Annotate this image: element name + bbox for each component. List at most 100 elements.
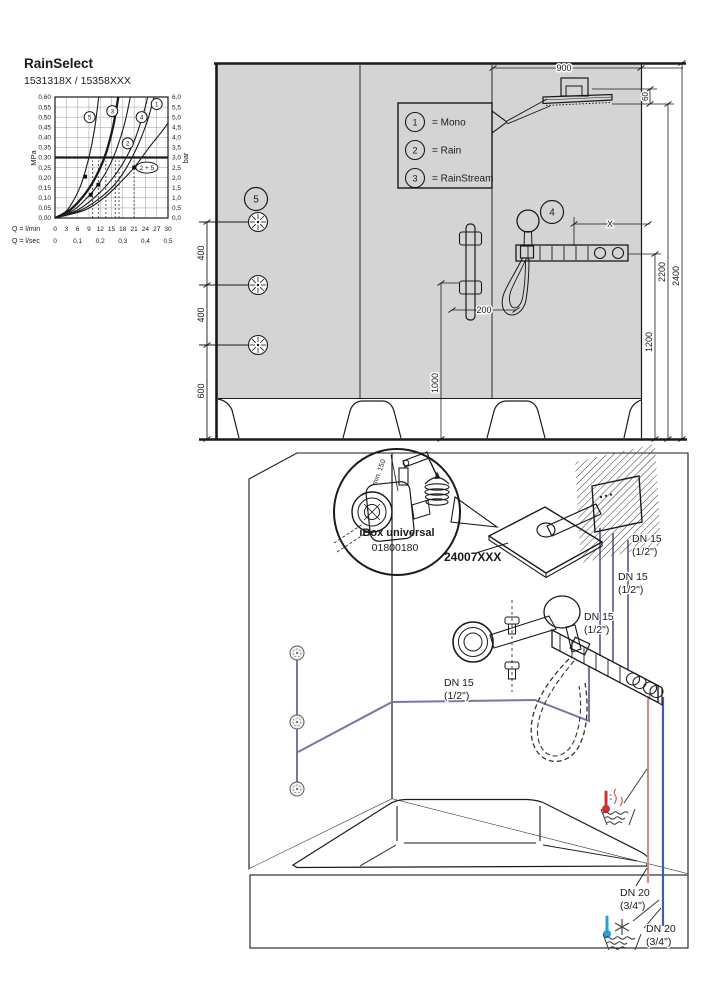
svg-text:3,0: 3,0	[172, 155, 181, 162]
legend-callout-wedge	[491, 109, 508, 135]
spray-face	[545, 102, 611, 106]
dim-x: X	[607, 219, 613, 229]
svg-text:0,05: 0,05	[38, 205, 51, 212]
product-code-label: 24007XXX	[444, 550, 501, 564]
svg-text:9: 9	[87, 226, 91, 233]
svg-text:0,55: 0,55	[38, 104, 51, 111]
dn15-label: DN 15	[632, 533, 662, 545]
legend-num-2: 2	[412, 146, 417, 156]
svg-text:4,5: 4,5	[172, 124, 181, 131]
svg-text:0,60: 0,60	[38, 94, 51, 101]
shower-trim-elevation	[515, 244, 629, 262]
svg-text:30: 30	[164, 226, 172, 233]
svg-text:3: 3	[64, 226, 68, 233]
svg-text:15: 15	[108, 226, 116, 233]
mounting-hardware	[504, 600, 520, 692]
dim-2200: 2200	[657, 262, 667, 282]
body-spray-icon	[247, 211, 269, 233]
tub-apron	[249, 874, 689, 949]
legend-box: 1 2 3 = Mono = Rain = RainStream	[397, 98, 551, 189]
svg-text:0,5: 0,5	[172, 205, 181, 212]
dn15-label: DN 15	[618, 571, 648, 583]
hand-shower-elevation	[501, 209, 540, 316]
shower-trim-iso	[551, 628, 664, 706]
svg-text:4: 4	[140, 114, 144, 121]
svg-text:1,0: 1,0	[172, 195, 181, 202]
legend-num-1: 1	[412, 118, 417, 128]
dim-900: 900	[556, 63, 571, 73]
svg-text:6,0: 6,0	[172, 94, 181, 101]
tray-profile	[342, 400, 402, 439]
isometric-view: 24007XXX	[248, 444, 689, 951]
product-skus: 1531318X / 15358XXX	[24, 75, 131, 87]
snowflake-icon	[614, 919, 630, 935]
chart-xlabel-lmin: Q = l/min	[12, 226, 40, 233]
wall-section-hatch	[575, 444, 661, 563]
trim-knob	[611, 246, 625, 260]
svg-text:6: 6	[76, 226, 80, 233]
svg-text:0,5: 0,5	[163, 238, 172, 245]
ball-joint	[536, 522, 556, 538]
svg-text:0,00: 0,00	[38, 215, 51, 222]
hot-water-pipe	[646, 692, 653, 883]
dn20-label: DN 20	[620, 887, 650, 899]
cold-water-icon	[602, 899, 660, 951]
detail-circle: min. 150 iBox universal 01800180	[333, 448, 461, 576]
svg-text:1: 1	[155, 101, 159, 108]
callout-4-num: 4	[549, 208, 555, 219]
ibox-title: iBox universal	[359, 527, 434, 539]
iso-left-wall	[248, 452, 393, 870]
svg-text:1,5: 1,5	[172, 185, 181, 192]
svg-text:5,0: 5,0	[172, 114, 181, 121]
svg-text:21: 21	[130, 226, 138, 233]
connection-labels: DN 15 (1/2") DN 15 (1/2") DN 15 (1/2") D…	[443, 532, 677, 950]
dim-600: 600	[196, 383, 206, 398]
min-depth-arrow	[390, 454, 399, 492]
shower-hose-iso	[530, 658, 588, 762]
svg-text:(3/4"): (3/4")	[620, 900, 645, 912]
svg-text:2,0: 2,0	[172, 175, 181, 182]
dim-400: 400	[196, 307, 206, 322]
page-title: RainSelect	[24, 56, 94, 71]
body-spray-icon	[247, 334, 269, 356]
tub-rim	[249, 799, 688, 875]
chart-xlabel-lsec: Q = l/sec	[12, 238, 40, 245]
elevation-view: 5 400 400 600 1 2 3 = Mono = Rain = Rain…	[195, 60, 687, 442]
ibox-code: 01800180	[372, 542, 419, 554]
callout-5-num: 5	[253, 195, 259, 206]
dim-200: 200	[476, 305, 491, 315]
body-spray-column: 5 400 400 600	[195, 186, 269, 442]
ibox-valve	[351, 491, 393, 533]
svg-text:0,4: 0,4	[141, 238, 150, 245]
svg-text:0,0: 0,0	[172, 215, 181, 222]
legend-label-rain: = Rain	[432, 146, 461, 157]
svg-text:2,5: 2,5	[172, 165, 181, 172]
svg-text:3,5: 3,5	[172, 145, 181, 152]
svg-text:2 + 5: 2 + 5	[140, 165, 155, 172]
ibox-housing	[365, 481, 415, 542]
dn15-label: DN 15	[584, 611, 614, 623]
stop-plug	[424, 476, 450, 506]
min-depth-label: min. 150	[372, 459, 388, 487]
chart-ylabel-left: MPa	[29, 149, 38, 165]
svg-text:5: 5	[88, 114, 92, 121]
shutoff-spindle	[398, 467, 409, 486]
body-spray-icon	[289, 645, 305, 661]
overhead-shower-elevation	[542, 77, 613, 106]
svg-text:0,50: 0,50	[38, 114, 51, 121]
svg-text:0,1: 0,1	[73, 238, 82, 245]
detail-callout-wedge	[450, 496, 500, 528]
svg-text:12: 12	[97, 226, 105, 233]
body-spray-supply-pipe	[297, 666, 590, 753]
tray-profile	[217, 398, 240, 439]
dim-1200: 1200	[644, 332, 654, 352]
dim-400: 400	[196, 245, 206, 260]
hand-shower-handle	[565, 624, 582, 653]
svg-text:0,35: 0,35	[38, 145, 51, 152]
hot-water-icon	[600, 768, 648, 826]
svg-text:4,0: 4,0	[172, 135, 181, 142]
svg-text:(1/2"): (1/2")	[618, 584, 643, 596]
shutoff-lever	[402, 451, 430, 468]
